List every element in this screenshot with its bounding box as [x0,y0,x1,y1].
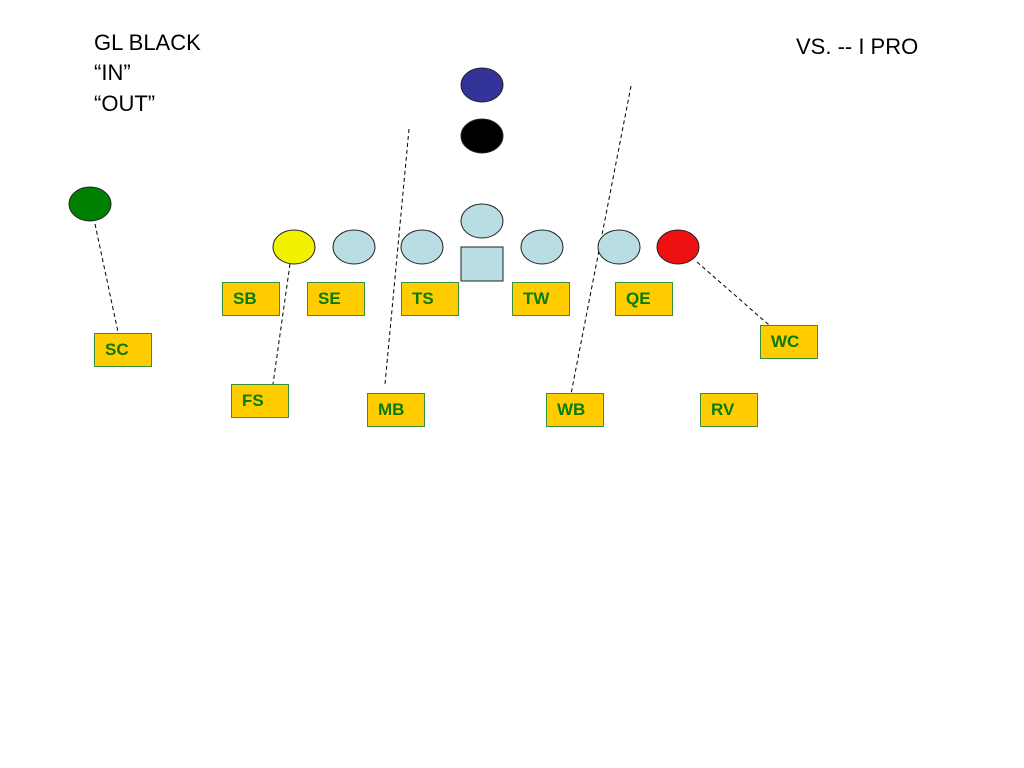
split-end-player-green [68,186,112,222]
defender-qe-label: QE [615,282,673,316]
right-tackle-player [597,229,641,265]
defender-rv-label: RV [700,393,758,427]
defender-wc-label: WC [760,325,818,359]
left-guard-player [400,229,444,265]
right-end-player-red [656,229,700,265]
sc-assignment-line [94,223,119,333]
fullback-player-blue [460,67,504,103]
left-tight-end-player-yellow [272,229,316,265]
defender-sc-label: SC [94,333,152,367]
defender-sb-label: SB [222,282,280,316]
opponent-formation: VS. -- I PRO [796,34,919,59]
left-tackle-player [332,229,376,265]
play-name: GL BLACK [94,30,201,55]
defender-fs-label: FS [231,384,289,418]
defender-se-label: SE [307,282,365,316]
fs-assignment-line [272,263,291,385]
play-call-out: “OUT” [94,91,156,116]
defender-mb-label: MB [367,393,425,427]
play-call-in: “IN” [94,60,131,85]
mb-assignment-line [384,128,410,385]
right-guard-player [520,229,564,265]
center-player [460,246,504,282]
defender-ts-label: TS [401,282,459,316]
defender-wb-label: WB [546,393,604,427]
quarterback-player [460,203,504,239]
tailback-player-black [460,118,504,154]
defender-tw-label: TW [512,282,570,316]
wc-assignment-line [696,261,770,326]
